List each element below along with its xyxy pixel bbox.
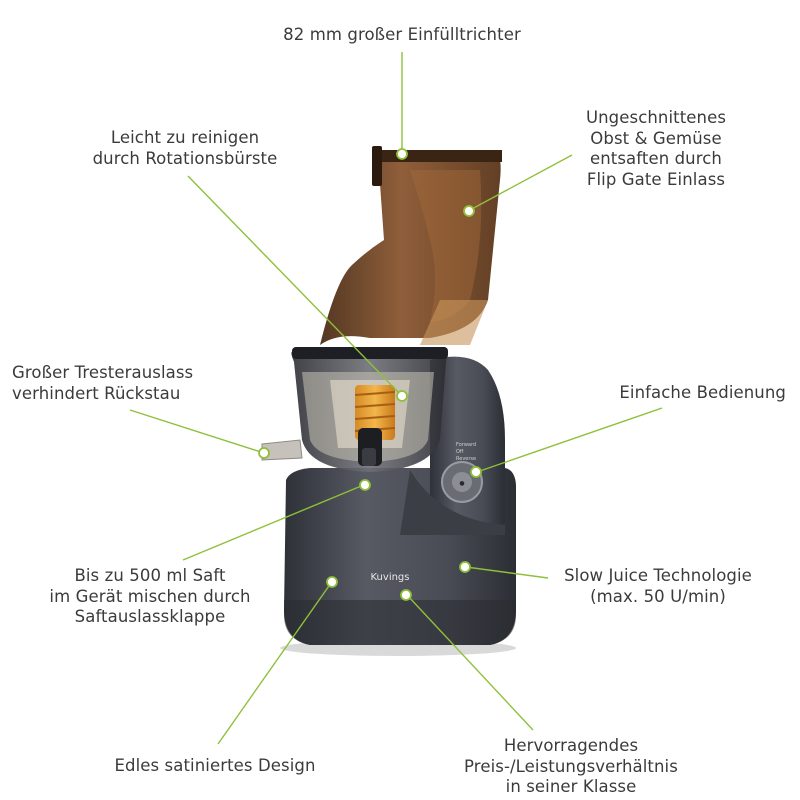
juice-spout xyxy=(358,428,382,466)
callout-flipgate-line4: Flip Gate Einlass xyxy=(586,169,726,189)
leader-controls xyxy=(476,407,663,473)
callout-brush: Leicht zu reinigen durch Rotationsbürste xyxy=(55,128,315,169)
callout-pulp-line2: verhindert Rückstau xyxy=(12,383,181,403)
callout-mixing: Bis zu 500 ml Saft im Gerät mischen durc… xyxy=(30,566,270,628)
dot-controls xyxy=(470,466,482,478)
brand-logo: Kuvings xyxy=(371,572,410,583)
callout-mixing-line3: Saftauslassklappe xyxy=(74,607,226,626)
callout-flipgate-line1: Ungeschnittenes xyxy=(585,108,727,127)
callout-price: Hervorragendes Preis-/Leistungsverhältni… xyxy=(446,736,696,798)
callout-design-line1: Edles satiniertes Design xyxy=(114,756,316,775)
callout-controls-line1: Einfache Bedienung xyxy=(619,383,786,402)
callout-brush-line2: durch Rotationsbürste xyxy=(92,148,278,168)
control-label-off: Off xyxy=(456,449,464,455)
leader-pulp xyxy=(129,409,265,454)
callout-brush-line1: Leicht zu reinigen xyxy=(110,128,260,147)
auger-screw xyxy=(354,385,396,440)
leader-price xyxy=(406,594,534,731)
leader-brush xyxy=(187,175,401,395)
dot-brush xyxy=(396,390,408,402)
callout-leaders xyxy=(129,52,663,745)
callout-mixing-line2: im Gerät mischen durch xyxy=(49,586,251,606)
dot-flipgate xyxy=(463,205,475,217)
callout-hopper: 82 mm großer Einfülltrichter xyxy=(250,25,554,46)
dot-price xyxy=(400,589,412,601)
callout-pulp-line1: Großer Tresterauslass xyxy=(12,363,194,382)
callout-hopper-line1: 82 mm großer Einfülltrichter xyxy=(283,25,521,44)
callout-controls: Einfache Bedienung xyxy=(590,383,786,404)
callout-mixing-line1: Bis zu 500 ml Saft xyxy=(74,566,226,585)
callout-design: Edles satiniertes Design xyxy=(100,756,330,777)
dot-hopper xyxy=(396,148,408,160)
callout-pulp: Großer Tresterauslass verhindert Rücksta… xyxy=(12,363,232,404)
callout-flipgate-line3: entsaften durch xyxy=(589,149,722,168)
svg-text:●: ● xyxy=(459,480,464,487)
callout-dots xyxy=(258,148,482,601)
callout-price-line1: Hervorragendes xyxy=(503,736,639,755)
control-label-reverse: Reverse xyxy=(456,456,476,462)
leader-flipgate xyxy=(469,154,573,211)
leader-slow xyxy=(465,566,549,579)
callout-slow-line2: (max. 50 U/min) xyxy=(590,586,726,606)
control-label-forward: Forward xyxy=(456,442,476,448)
feed-chute xyxy=(320,146,502,345)
callout-price-line2: Preis-/Leistungsverhältnis xyxy=(464,756,678,776)
dot-pulp xyxy=(258,447,270,459)
dot-slow xyxy=(459,561,471,573)
leader-design xyxy=(217,582,332,745)
dot-design xyxy=(326,576,338,588)
callout-flipgate: Ungeschnittenes Obst & Gemüse entsaften … xyxy=(556,108,756,190)
callout-slow-line1: Slow Juice Technologie xyxy=(564,566,752,585)
dot-mixing xyxy=(359,479,371,491)
callout-slow: Slow Juice Technologie (max. 50 U/min) xyxy=(548,566,768,607)
callout-price-line3: in seiner Klasse xyxy=(505,777,637,796)
svg-text:Kuvings: Kuvings xyxy=(371,572,410,583)
callout-flipgate-line2: Obst & Gemüse xyxy=(590,128,722,148)
leader-mixing xyxy=(182,483,367,561)
